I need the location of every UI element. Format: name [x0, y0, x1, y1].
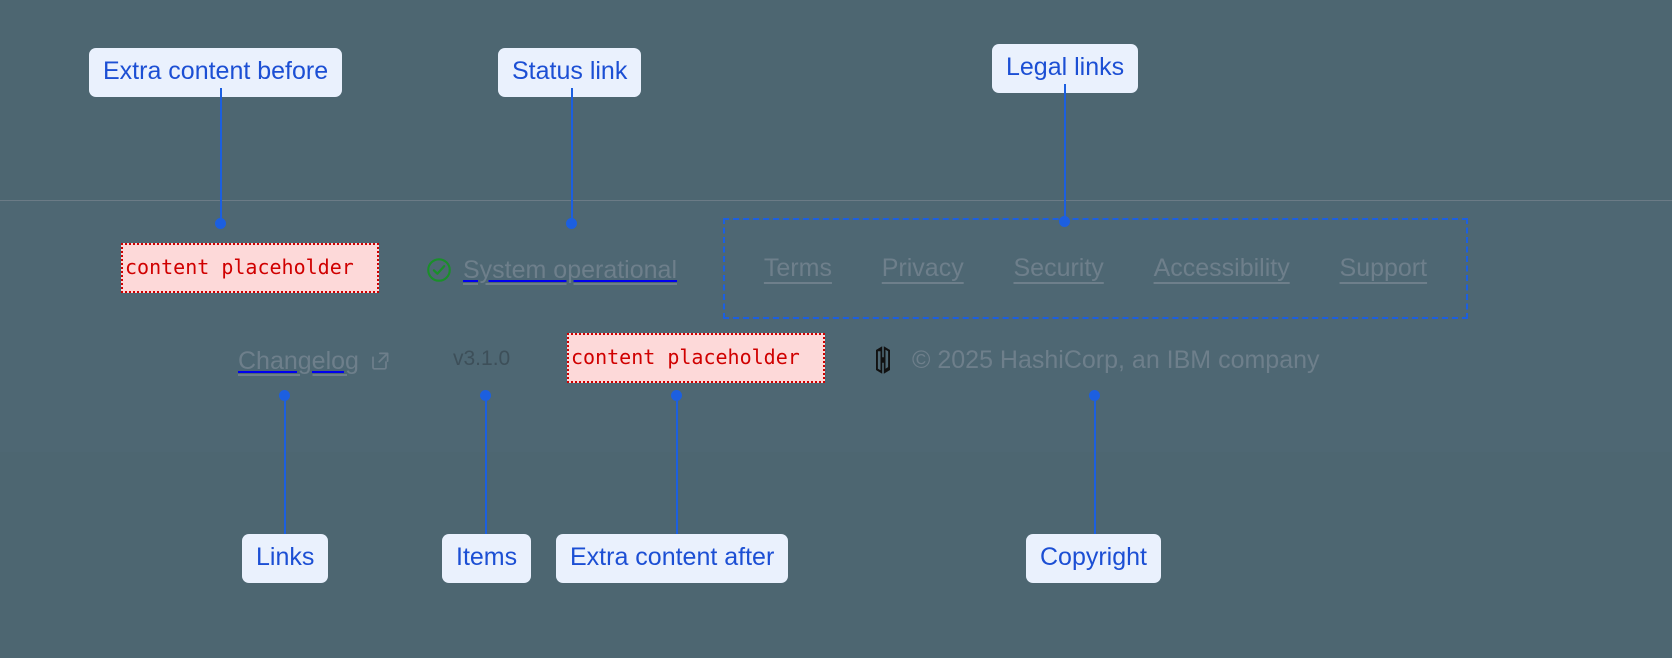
leader-dot-legal-links [1059, 216, 1070, 227]
leader-line-extra-content-after [676, 396, 678, 536]
changelog-link[interactable]: Changelog [238, 344, 392, 378]
changelog-link-label: Changelog [238, 346, 359, 375]
check-circle-icon [425, 256, 453, 284]
leader-dot-extra-content-before [215, 218, 226, 229]
legal-link-terms[interactable]: Terms [763, 254, 832, 282]
leader-line-extra-content-before [220, 88, 222, 223]
status-link[interactable]: System operational [425, 252, 677, 288]
hashicorp-logo [868, 344, 898, 376]
leader-line-status-link [571, 88, 573, 223]
legal-link-accessibility[interactable]: Accessibility [1153, 254, 1290, 282]
external-link-icon [368, 349, 392, 373]
legal-links-group: Terms Privacy Security Accessibility Sup… [723, 218, 1468, 319]
legal-link-security[interactable]: Security [1013, 254, 1104, 282]
copyright-label: © 2025 HashiCorp, an IBM company [912, 345, 1320, 374]
leader-line-legal-links [1064, 84, 1066, 221]
leader-dot-links [279, 390, 290, 401]
annotation-copyright: Copyright [1026, 534, 1161, 583]
extra-content-after-placeholder: content placeholder [567, 333, 825, 383]
annotation-extra-content-after: Extra content after [556, 534, 789, 583]
annotation-items: Items [442, 534, 532, 583]
leader-dot-items [480, 390, 491, 401]
leader-dot-copyright [1089, 390, 1100, 401]
annotation-links: Links [242, 534, 329, 583]
leader-dot-extra-content-after [671, 390, 682, 401]
status-link-label: System operational [463, 255, 678, 284]
leader-dot-status-link [566, 218, 577, 229]
annotation-extra-content-before: Extra content before [89, 48, 343, 97]
version-label: v3.1.0 [453, 347, 511, 370]
leader-line-items [485, 396, 487, 536]
leader-line-copyright [1094, 396, 1096, 536]
annotation-status-link: Status link [498, 48, 642, 97]
extra-content-before-placeholder: content placeholder [121, 243, 379, 293]
legal-link-privacy[interactable]: Privacy [881, 254, 964, 282]
copyright: © 2025 HashiCorp, an IBM company [868, 343, 1320, 377]
leader-line-links [284, 396, 286, 536]
footer-band [0, 200, 1672, 452]
legal-link-support[interactable]: Support [1339, 254, 1428, 282]
